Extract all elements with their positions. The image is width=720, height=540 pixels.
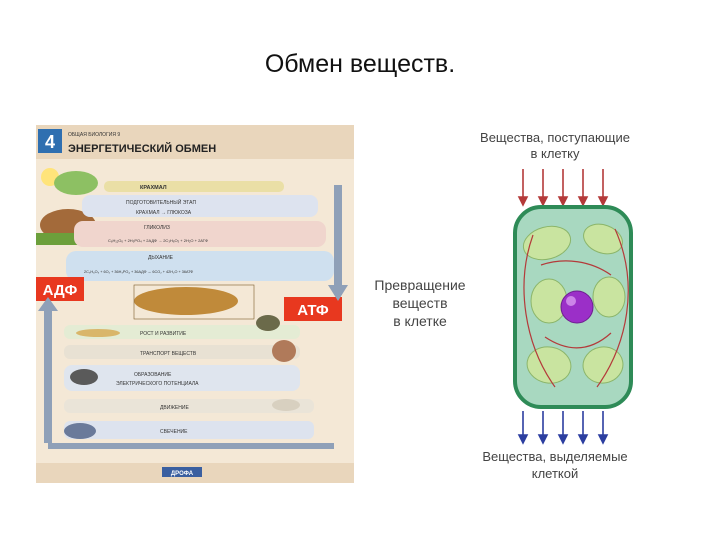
leaf-icon <box>54 171 98 195</box>
transform-label-1: Превращение <box>374 277 465 293</box>
heart-icon <box>272 340 296 362</box>
seedling-icon <box>76 329 120 337</box>
band-growth <box>64 325 300 339</box>
glowfish-icon <box>64 423 96 439</box>
electric-label-2: ЭЛЕКТРИЧЕСКОГО ПОТЕНЦИАЛА <box>116 381 199 387</box>
poster-header <box>36 125 354 159</box>
input-label-2: в клетку <box>530 146 580 161</box>
band-glow <box>64 421 314 439</box>
transform-label-2: веществ <box>392 295 447 311</box>
publisher-logo: ДРОФА <box>171 471 194 477</box>
output-label-2: клеткой <box>532 466 579 481</box>
adp-label: АДФ <box>43 282 78 299</box>
starch-label: КРАХМАЛ <box>140 185 167 191</box>
cheetah-icon <box>134 287 238 315</box>
band-respiration <box>66 251 334 281</box>
respiration-equation: 2C₃H₆O₃ + 6O₂ + 36H₃PO₄ + 36АДФ → 6CO₂ +… <box>84 270 193 274</box>
electric-label-1: ОБРАЗОВАНИЕ <box>134 372 172 378</box>
frog-icon <box>256 315 280 331</box>
poster-number-box <box>38 129 62 153</box>
band-movement <box>64 399 314 413</box>
glycolysis-label: ГЛИКОЛИЗ <box>144 225 170 231</box>
output-label-1: Вещества, выделяемые <box>482 449 627 464</box>
incoming-arrows <box>517 169 609 207</box>
band-transport <box>64 345 300 359</box>
cycle-arrow-right <box>334 185 342 295</box>
cell-metabolism-diagram: Вещества, поступающие в клетку Превращен… <box>365 125 683 483</box>
energy-metabolism-poster: 4 ОБЩАЯ БИОЛОГИЯ 9 ЭНЕРГЕТИЧЕСКИЙ ОБМЕН … <box>36 125 354 483</box>
movement-label: ДВИЖЕНИЕ <box>160 405 189 411</box>
atp-box <box>284 297 342 321</box>
chloroplast-6 <box>582 346 624 384</box>
horse-icon <box>272 399 300 411</box>
cytoplasm-flow-arrows <box>523 228 629 388</box>
poster-number: 4 <box>45 132 55 152</box>
ray-fish-icon <box>70 369 98 385</box>
glow-label: СВЕЧЕНИЕ <box>160 429 188 435</box>
band-electric <box>64 365 300 391</box>
chloroplast-3 <box>530 278 568 324</box>
adp-box <box>36 277 84 301</box>
outgoing-arrows <box>517 411 609 445</box>
poster-heading: ЭНЕРГЕТИЧЕСКИЙ ОБМЕН <box>68 142 216 155</box>
nucleus <box>560 290 594 324</box>
respiration-label: ДЫХАНИЕ <box>148 255 174 261</box>
poster-series: ОБЩАЯ БИОЛОГИЯ 9 <box>68 132 120 138</box>
glycolysis-equation: C₆H₁₂O₆ + 2H₃PO₄ + 2АДФ → 2C₃H₆O₃ + 2H₂O… <box>108 238 208 243</box>
prep-label: ПОДГОТОВИТЕЛЬНЫЙ ЭТАП <box>126 198 196 206</box>
band-glycolysis <box>74 221 326 247</box>
slide-title: Обмен веществ. <box>264 50 456 78</box>
band-prep <box>82 195 318 217</box>
cycle-arrow-left <box>44 303 52 443</box>
input-label-1: Вещества, поступающие <box>480 130 630 145</box>
atp-label: АТФ <box>297 302 329 319</box>
transport-label: ТРАНСПОРТ ВЕЩЕСТВ <box>140 351 197 357</box>
transform-label-3: в клетке <box>393 313 447 329</box>
starch-glucose-label: КРАХМАЛ → ГЛЮКОЗА <box>136 210 192 216</box>
chloroplast-1 <box>522 225 572 261</box>
growth-label: РОСТ И РАЗВИТИЕ <box>140 331 187 337</box>
band-starch <box>104 181 284 192</box>
chloroplast-4 <box>592 276 626 318</box>
